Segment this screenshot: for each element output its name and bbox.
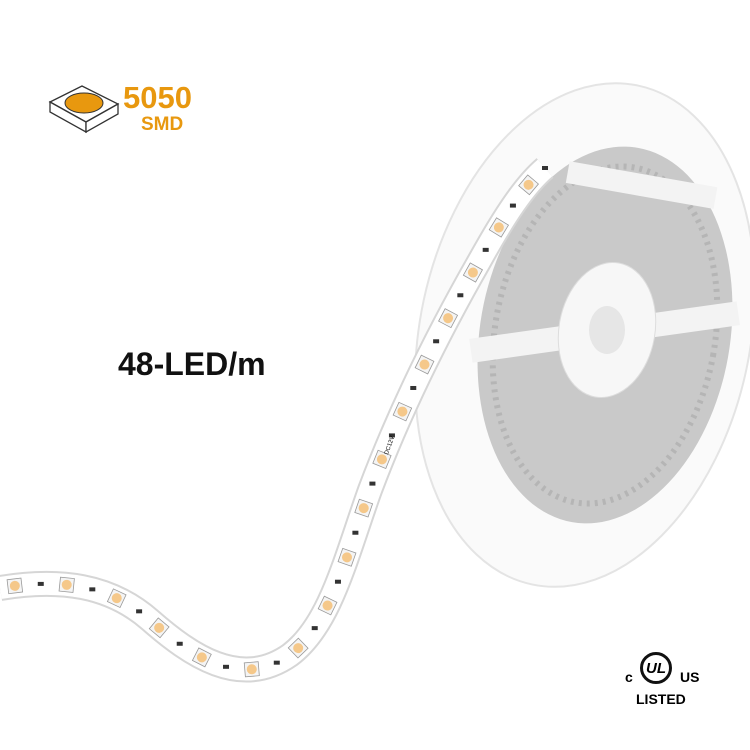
resistor [352, 530, 359, 535]
led-chip [148, 617, 170, 639]
resistor [89, 587, 96, 592]
ul-c: c [625, 669, 633, 685]
resistor [542, 166, 548, 170]
resistor [410, 385, 417, 390]
resistor [334, 579, 341, 584]
led-chip [354, 498, 374, 518]
led-chip [191, 647, 212, 668]
resistor [369, 481, 376, 486]
smd-chip-icon [48, 85, 120, 134]
led-chip [337, 547, 357, 567]
led-chip [488, 217, 510, 238]
led-chip [392, 401, 413, 422]
led-chip [438, 308, 459, 329]
led-chip [518, 174, 539, 196]
resistor [136, 609, 143, 614]
resistor [433, 339, 440, 344]
led-chip [372, 449, 392, 470]
resistor [388, 433, 395, 438]
ul-logo: UL [640, 652, 672, 684]
led-chip [6, 577, 24, 595]
led-chip [58, 576, 75, 593]
led-strip: DC12V [0, 158, 554, 683]
led-chip [287, 637, 309, 659]
led-chip [106, 588, 127, 609]
chip-spec-label: 5050 SMD [123, 82, 192, 134]
resistor [273, 660, 280, 665]
resistor [457, 293, 464, 298]
ul-listed-text: LISTED [636, 691, 686, 707]
led-chip [243, 661, 260, 678]
led-chip [317, 595, 338, 616]
led-chip [414, 354, 435, 375]
ul-listed-badge: c UL US LISTED [622, 652, 702, 712]
resistor [176, 641, 183, 646]
resistor [311, 626, 318, 631]
chip-size: 5050 [123, 80, 192, 115]
ul-us: US [680, 669, 700, 685]
led-chip [462, 262, 483, 283]
resistor [223, 664, 230, 669]
resistor [509, 203, 516, 208]
resistor [37, 581, 44, 586]
led-density-label: 48-LED/m [118, 346, 266, 382]
resistor [482, 247, 489, 252]
chip-type: SMD [141, 114, 184, 135]
